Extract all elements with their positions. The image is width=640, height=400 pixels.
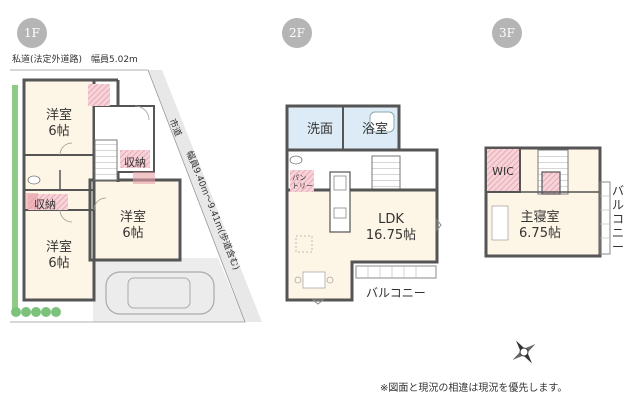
room-size: 6帖	[122, 226, 144, 241]
parking-area	[93, 258, 245, 322]
floor-3f-badge: 3F	[492, 18, 522, 48]
floor-1f-badge: 1F	[17, 18, 47, 48]
floor-2f-badge: 2F	[282, 18, 312, 48]
floor-1f-plan	[10, 69, 262, 323]
pantry-label: パン トリー	[292, 174, 313, 190]
pantry-line-2: トリー	[292, 182, 313, 190]
pantry-line-1: パン	[292, 174, 307, 182]
room-western-right: 洋室 6帖	[108, 210, 158, 242]
room-name: 洋室	[45, 240, 72, 255]
room-master-bedroom: 主寝室 6.75帖	[505, 210, 575, 242]
room-name: 主寝室	[520, 210, 560, 225]
washroom-label: 洗面	[306, 122, 333, 137]
storage-right-label: 収納	[124, 156, 146, 169]
shrub-icon	[11, 307, 61, 317]
wic-label: WIC	[492, 165, 514, 178]
floor-3f-plan	[484, 146, 611, 258]
balcony-2f-label: バルコニー	[366, 286, 426, 300]
city-road	[148, 70, 262, 322]
room-name: 洋室	[119, 210, 146, 225]
room-size: 16.75帖	[365, 228, 417, 243]
compass-rose-icon	[512, 340, 536, 364]
room-size: 6.75帖	[519, 226, 561, 241]
disclaimer-note: ※図面と現況の相違は現況を優先します。	[380, 383, 568, 394]
storage-left-label: 収納	[34, 198, 56, 211]
room-western-top: 洋室 6帖	[34, 108, 84, 140]
room-western-bottom: 洋室 6帖	[34, 240, 84, 272]
balcony-3f-label: バルコニー	[612, 184, 625, 254]
room-name: LDK	[378, 212, 404, 227]
room-ldk: LDK 16.75帖	[356, 212, 426, 244]
private-road-label: 私道(法定外道路) 幅員5.02m	[12, 55, 138, 65]
bathroom-label: 浴室	[361, 122, 388, 137]
car-outline-icon	[105, 271, 215, 315]
greenery-strip	[12, 85, 18, 315]
room-name: 洋室	[45, 108, 72, 123]
room-size: 6帖	[48, 124, 70, 139]
room-size: 6帖	[48, 256, 70, 271]
floor-2f-plan	[285, 104, 442, 305]
